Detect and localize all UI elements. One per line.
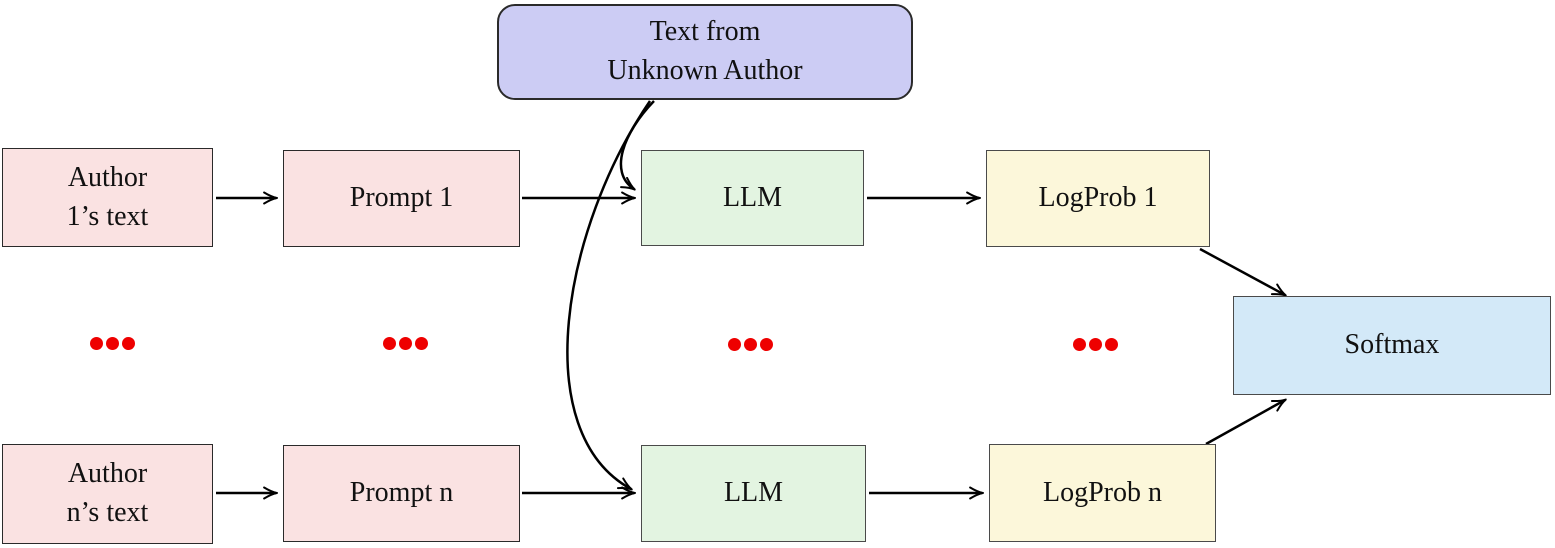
dot-icon bbox=[415, 337, 428, 350]
ellipsis-dots-llm bbox=[728, 338, 773, 351]
node-logprob-1-label: LogProb 1 bbox=[1038, 182, 1158, 214]
node-llm-n-label: LLM bbox=[723, 477, 784, 509]
node-llm-1-label: LLM bbox=[722, 181, 783, 213]
node-prompt-n-label: Prompt n bbox=[349, 477, 454, 509]
node-prompt-n: Prompt n bbox=[283, 445, 520, 542]
dot-icon bbox=[744, 338, 757, 351]
edge-logprobn-softmax bbox=[1205, 400, 1285, 446]
dot-icon bbox=[399, 337, 412, 350]
node-prompt-1: Prompt 1 bbox=[283, 150, 520, 247]
node-prompt-1-label: Prompt 1 bbox=[349, 182, 454, 214]
node-author-n-line1: Author bbox=[67, 458, 148, 490]
ellipsis-dots-prompt bbox=[383, 337, 428, 350]
edge-unknown-llmn bbox=[566, 100, 652, 489]
dot-icon bbox=[728, 338, 741, 351]
node-softmax: Softmax bbox=[1233, 296, 1551, 395]
dot-icon bbox=[90, 337, 103, 350]
ellipsis-dots-logprob bbox=[1073, 338, 1118, 351]
dot-icon bbox=[1073, 338, 1086, 351]
dot-icon bbox=[760, 338, 773, 351]
dot-icon bbox=[106, 337, 119, 350]
node-author-1-line2: 1’s text bbox=[66, 200, 149, 232]
edge-logprob1-softmax bbox=[1199, 247, 1285, 295]
node-logprob-1: LogProb 1 bbox=[986, 150, 1210, 247]
node-author-n-line2: n’s text bbox=[66, 497, 149, 528]
node-logprob-n: LogProb n bbox=[989, 444, 1216, 542]
dot-icon bbox=[1105, 338, 1118, 351]
node-logprob-n-label: LogProb n bbox=[1043, 476, 1162, 508]
node-llm-n: LLM bbox=[641, 445, 866, 542]
node-unknown-author-line1: Text from bbox=[649, 16, 761, 48]
node-softmax-label: Softmax bbox=[1344, 329, 1440, 361]
dot-icon bbox=[383, 337, 396, 350]
node-llm-1: LLM bbox=[641, 150, 864, 246]
node-author-1: Author 1’s text bbox=[2, 148, 213, 247]
ellipsis-dots-author bbox=[90, 337, 135, 350]
node-author-n: Author n’s text bbox=[2, 444, 213, 544]
dot-icon bbox=[1089, 338, 1102, 351]
dot-icon bbox=[122, 337, 135, 350]
node-author-1-line1: Author bbox=[67, 161, 148, 193]
node-unknown-author: Text from Unknown Author bbox=[497, 4, 913, 100]
node-unknown-author-line2: Unknown Author bbox=[607, 55, 803, 86]
